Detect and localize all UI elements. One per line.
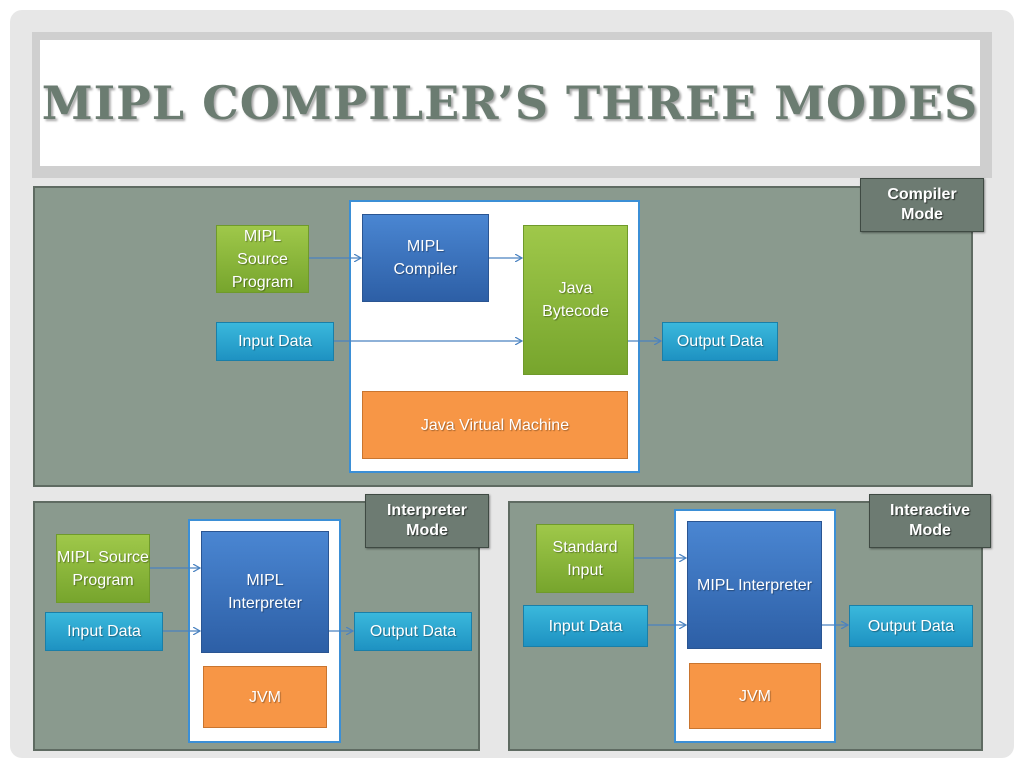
title-box: MIPL COMPILER’S THREE MODES [32, 32, 992, 178]
compiler-input-data: Input Data [216, 322, 334, 361]
interactive-input-data: Input Data [523, 605, 648, 647]
compiler-source-program: MIPL Source Program [216, 225, 309, 293]
interpreter-mode-label: Interpreter Mode [365, 494, 489, 548]
title-inner: MIPL COMPILER’S THREE MODES [40, 40, 980, 166]
java-bytecode-box: Java Bytecode [523, 225, 628, 375]
java-virtual-machine-box: Java Virtual Machine [362, 391, 628, 459]
compiler-box: MIPL Compiler [362, 214, 489, 302]
compiler-output-data: Output Data [662, 322, 778, 361]
interpreter-output-data: Output Data [354, 612, 472, 651]
page-title: MIPL COMPILER’S THREE MODES [41, 76, 979, 130]
compiler-mode-label: Compiler Mode [860, 178, 984, 232]
interpreter-jvm-box: JVM [203, 666, 327, 728]
interactive-jvm-box: JVM [689, 663, 821, 729]
interpreter-box: MIPL Interpreter [201, 531, 329, 653]
interactive-output-data: Output Data [849, 605, 973, 647]
interactive-interpreter-box: MIPL Interpreter [687, 521, 822, 649]
standard-input-box: Standard Input [536, 524, 634, 593]
interactive-mode-label: Interactive Mode [869, 494, 991, 548]
interpreter-source-program: MIPL Source Program [56, 534, 150, 603]
interpreter-input-data: Input Data [45, 612, 163, 651]
